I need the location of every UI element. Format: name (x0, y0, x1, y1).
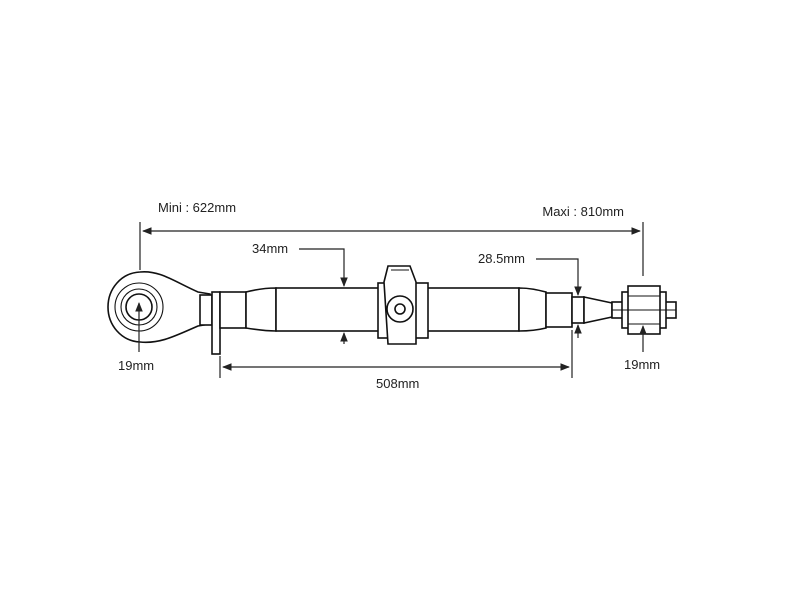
left-threaded-collar (219, 291, 247, 329)
left-tube-taper (245, 287, 277, 332)
tube-diameter-arrow-top (299, 248, 348, 287)
right-pin-diameter-label: 19mm (624, 357, 660, 372)
mini-length-label: Mini : 622mm (158, 200, 236, 215)
central-adjuster (377, 265, 429, 345)
left-eye-body (107, 271, 211, 344)
right-rod (571, 296, 585, 324)
left-lock-plate (211, 291, 221, 355)
right-tube-section (423, 287, 520, 332)
left-tube-section (275, 287, 384, 332)
right-threaded-collar (545, 292, 573, 328)
right-tube-taper (518, 287, 547, 332)
left-eye-end: 19mm (107, 271, 247, 373)
overall-length-dimension: Mini : 622mm Maxi : 810mm (139, 200, 644, 276)
rod-diameter-dimension: 28.5mm (478, 251, 582, 338)
right-rod-taper (583, 296, 613, 324)
left-pin-diameter-label: 19mm (118, 358, 154, 373)
tube-length-dimension: 508mm (219, 330, 573, 391)
rod-diameter-arrow-top (536, 258, 582, 296)
right-ball-end: 19mm (571, 285, 677, 372)
main-tube (245, 287, 573, 332)
rod-diameter-label: 28.5mm (478, 251, 525, 266)
left-neck (199, 294, 213, 326)
tube-diameter-dimension: 34mm (252, 241, 348, 344)
maxi-length-label: Maxi : 810mm (542, 204, 624, 219)
tube-diameter-label: 34mm (252, 241, 288, 256)
tube-length-label: 508mm (376, 376, 419, 391)
adjuster-pin (394, 303, 406, 315)
